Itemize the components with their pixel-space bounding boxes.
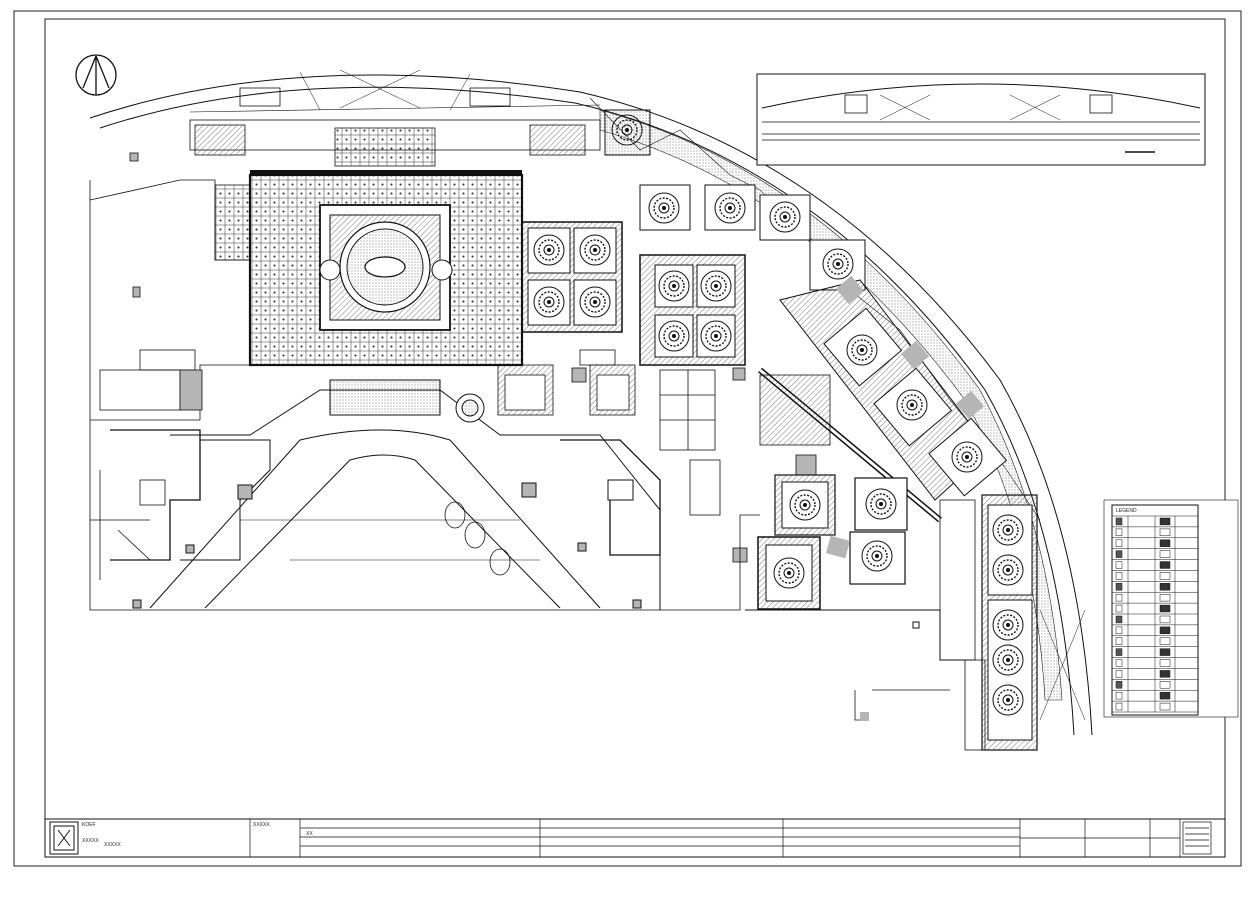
- inset-elevation: [756, 73, 1206, 166]
- sheet-border: [13, 10, 1242, 867]
- legend-symbol: [1115, 691, 1123, 700]
- service-block: [497, 349, 831, 611]
- legend-symbol: [1159, 702, 1171, 711]
- title-cell-4: XX: [306, 831, 313, 837]
- north-arrow-icon: [75, 54, 117, 96]
- title-cell-3: XXXXX: [253, 822, 270, 828]
- central-lobby: [132, 379, 661, 610]
- legend-symbol: [1115, 583, 1123, 591]
- legend-symbol: [1159, 593, 1171, 602]
- legend-symbol: [1115, 670, 1123, 678]
- legend-symbol: [1115, 539, 1123, 547]
- legend-symbol: [1159, 637, 1171, 645]
- legend-symbol: [1159, 528, 1171, 537]
- legend-symbol: [1159, 691, 1171, 700]
- legend-symbol: [1115, 615, 1123, 624]
- legend-symbol: [1159, 550, 1171, 558]
- title-cell-1: XXXXX: [82, 838, 99, 844]
- diagonal-wing: [758, 275, 1008, 523]
- legend-symbol: [1115, 659, 1123, 667]
- legend-symbol: [1159, 648, 1171, 656]
- legend-symbol: [1115, 637, 1123, 645]
- legend-symbol: [1115, 681, 1123, 689]
- legend-symbol: [1159, 626, 1171, 635]
- legend-symbol: [1115, 626, 1123, 635]
- title-cell-0: KOEF: [82, 822, 96, 828]
- dining-rooms-c: [745, 474, 975, 661]
- legend-symbol: [1115, 517, 1123, 526]
- title-block: [44, 818, 1226, 858]
- dining-rooms-b: [639, 254, 746, 366]
- legend-symbol: [1115, 528, 1123, 537]
- legend-symbol: [1115, 648, 1123, 656]
- east-strip: [854, 494, 1038, 751]
- legend-symbol: [1159, 539, 1171, 547]
- legend-symbol: [1115, 702, 1123, 711]
- legend-symbol: [1115, 550, 1123, 558]
- dining-rooms-a: [521, 221, 623, 333]
- legend-symbol: [1159, 583, 1171, 591]
- legend-symbol: [1159, 561, 1171, 569]
- legend-title: LEGEND: [1116, 508, 1137, 514]
- legend-symbol: [1159, 572, 1171, 580]
- legend-symbol: [1159, 681, 1171, 689]
- ballroom-ceiling: [248, 170, 524, 367]
- title-cell-2: XXXXX: [104, 842, 121, 848]
- legend-symbol: [1115, 604, 1123, 613]
- legend-symbol: [1159, 604, 1171, 613]
- legend-symbol: [1159, 670, 1171, 678]
- west-wing: [89, 152, 660, 611]
- legend-symbol: [1115, 572, 1123, 580]
- north-corridor: [189, 87, 601, 167]
- legend-symbol: [1159, 615, 1171, 624]
- legend-symbol: [1115, 593, 1123, 602]
- legend-symbol: [1159, 659, 1171, 667]
- legend-table: LEGEND: [1103, 499, 1239, 718]
- legend-symbol: [1115, 561, 1123, 569]
- legend-symbol: [1159, 517, 1171, 526]
